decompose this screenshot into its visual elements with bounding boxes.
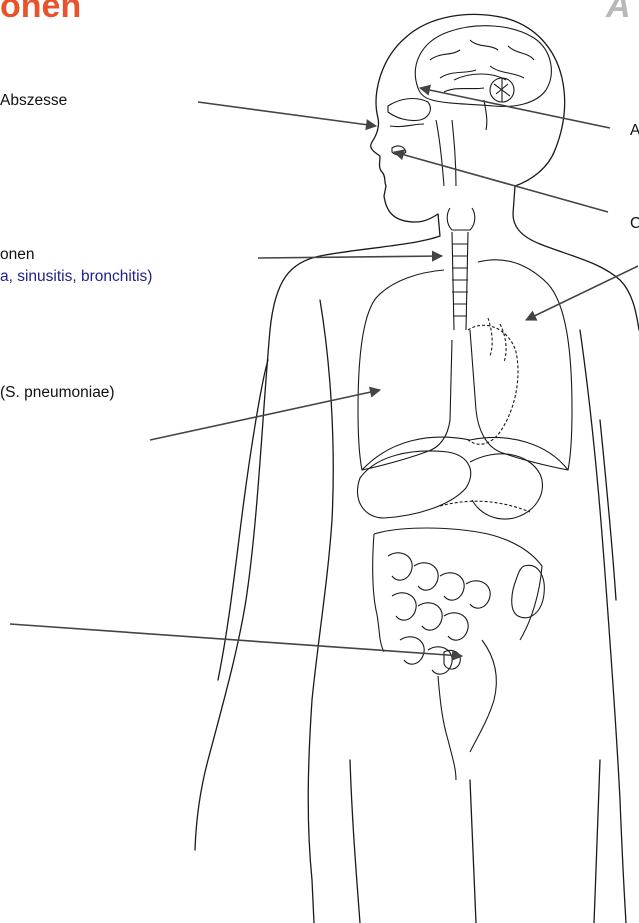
arrows xyxy=(10,88,638,656)
pharynx xyxy=(436,120,444,186)
larynx xyxy=(447,208,475,230)
right-lung xyxy=(470,260,572,470)
abdomen xyxy=(357,437,568,780)
kidney-right xyxy=(512,565,545,617)
right-leg xyxy=(594,760,600,923)
liver xyxy=(357,451,470,518)
right-shoulder xyxy=(540,244,639,330)
neck-left xyxy=(270,214,440,330)
leg-split xyxy=(470,780,476,923)
brain xyxy=(388,26,551,186)
diaphragm xyxy=(362,437,568,470)
sigmoid xyxy=(470,640,496,752)
trachea xyxy=(452,232,468,330)
left-torso xyxy=(308,300,333,923)
rectum xyxy=(438,676,456,780)
brain-outline xyxy=(415,26,551,107)
left-lung xyxy=(358,270,452,470)
arrow-infection xyxy=(258,256,442,258)
left-arm-inner xyxy=(218,360,268,680)
small-intestine-loops xyxy=(388,553,490,674)
pancreas xyxy=(440,501,530,512)
brainstem xyxy=(484,100,487,130)
respiratory-system xyxy=(358,208,572,470)
right-torso xyxy=(580,330,626,923)
colon xyxy=(373,528,542,652)
stomach xyxy=(470,454,542,519)
left-leg xyxy=(350,760,360,923)
arrow-right-top xyxy=(420,88,610,128)
nasal-cavity xyxy=(388,99,430,121)
head-outline xyxy=(376,14,565,244)
arrow-abscess xyxy=(198,102,376,126)
arrow-right-lung xyxy=(526,266,638,320)
arrow-right-middle xyxy=(394,152,608,212)
face-outline xyxy=(371,118,438,222)
right-arm-inner xyxy=(600,420,616,600)
body-outline xyxy=(195,14,639,923)
